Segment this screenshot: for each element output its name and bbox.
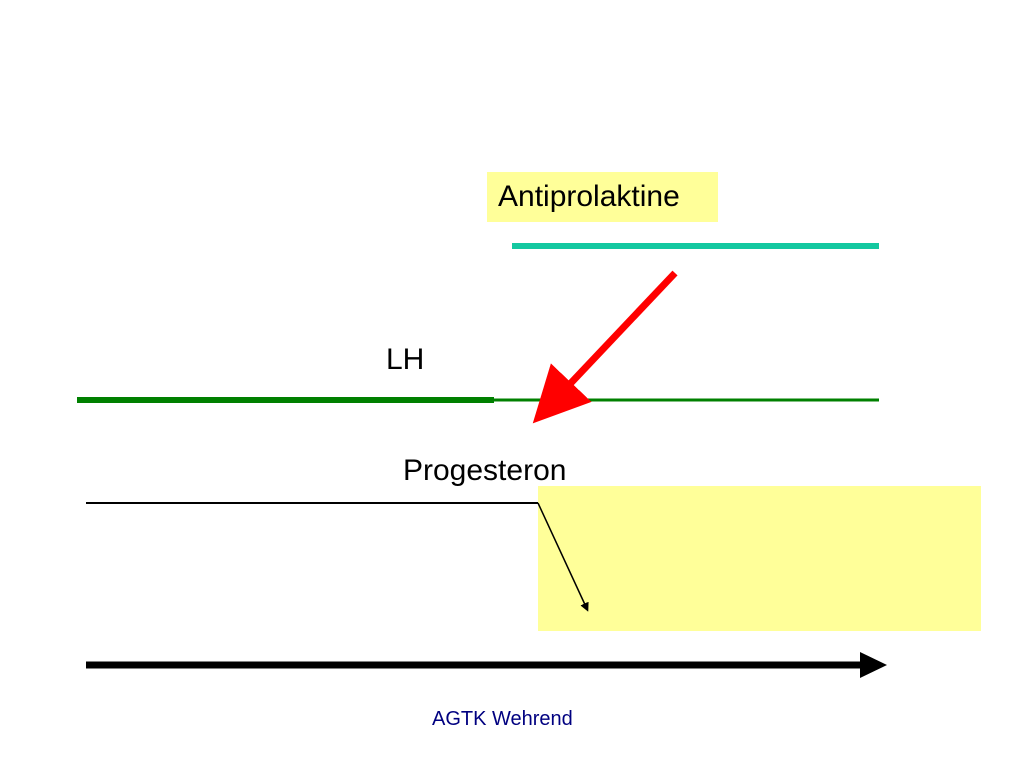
antiprolaktine-effect-arrow: [532, 270, 678, 424]
antiprolaktine-label-background: [487, 172, 718, 222]
footer-credit: AGTK Wehrend: [432, 708, 573, 730]
antiprolaktine-label: Antiprolaktine: [498, 180, 680, 213]
progesteron-label: Progesteron: [403, 454, 567, 487]
lh-label: LH: [386, 343, 425, 376]
progesteron-drop-zone: [538, 486, 981, 631]
time-axis-arrowhead: [860, 652, 887, 678]
progesteron-decline-arrow: [537, 502, 589, 612]
